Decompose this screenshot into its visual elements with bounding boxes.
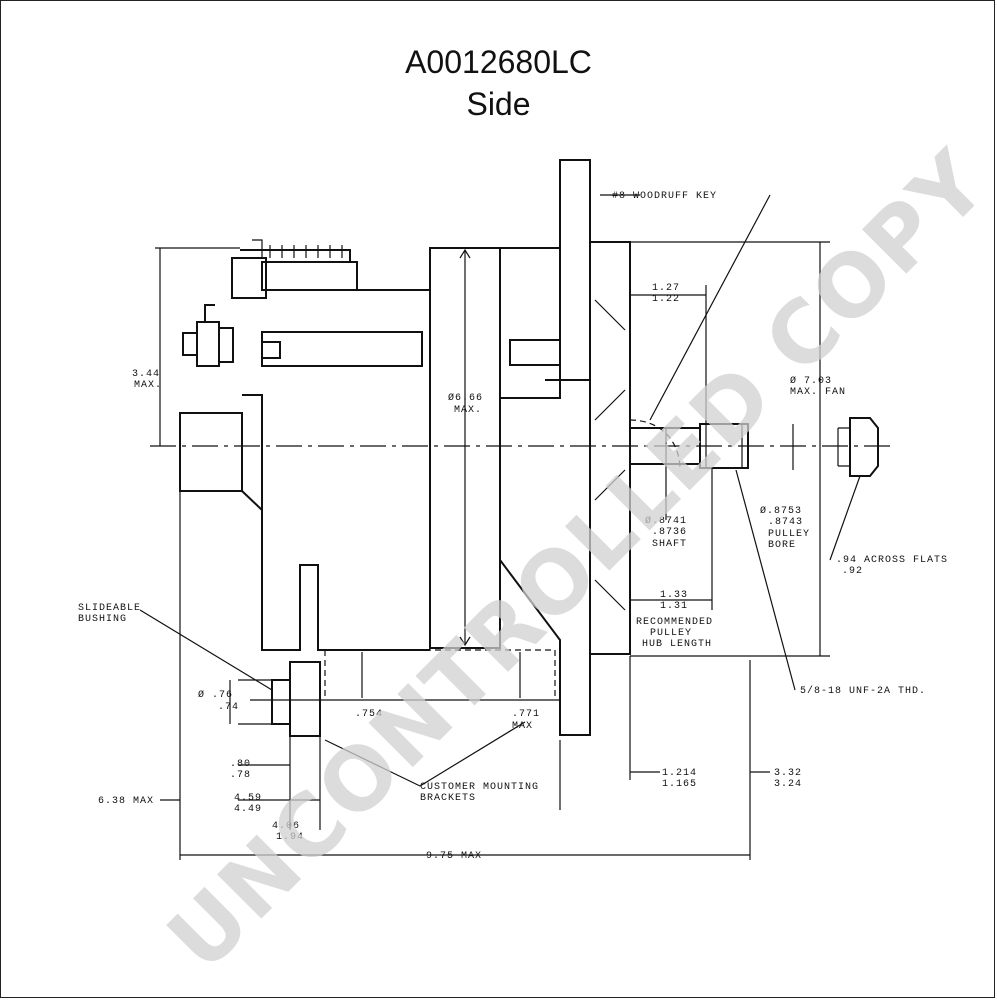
label-324: 3.24 — [774, 779, 802, 790]
label-975: 9.75 MAX — [426, 851, 482, 862]
label-80: .80 — [230, 759, 251, 770]
label-pulley-2: PULLEY — [650, 628, 692, 639]
terminal-stud — [182, 304, 423, 367]
label-122: 1.22 — [652, 294, 680, 305]
label-brackets: BRACKETS — [420, 793, 476, 804]
label-194: 1.94 — [276, 832, 304, 843]
label-406: 4.06 — [272, 821, 300, 832]
label-shaft: SHAFT — [652, 539, 687, 550]
label-127: 1.27 — [652, 283, 680, 294]
label-666: Ø6.66 — [448, 392, 483, 404]
label-449: 4.49 — [234, 804, 262, 815]
label-666-max: MAX. — [454, 405, 482, 416]
label-92: .92 — [842, 566, 863, 577]
stator-housing — [429, 159, 591, 736]
shaft — [629, 423, 749, 469]
shaft-nut — [837, 417, 879, 477]
label-customer-mounting: CUSTOMER MOUNTING — [420, 782, 539, 793]
label-78: .78 — [230, 770, 251, 781]
label-hub-length: HUB LENGTH — [642, 639, 712, 650]
label-1214: 1.214 — [662, 768, 697, 779]
dimension-lines — [160, 241, 830, 860]
label-8753: Ø.8753 — [760, 505, 802, 517]
rear-housing — [179, 239, 430, 651]
label-1165: 1.165 — [662, 779, 697, 790]
label-332: 3.32 — [774, 768, 802, 779]
label-703: Ø 7.03 — [790, 375, 832, 387]
label-74: .74 — [218, 702, 239, 713]
label-771-max: MAX — [512, 721, 533, 732]
label-across-flats: .94 ACROSS FLATS — [836, 555, 948, 566]
part-number-title: A0012680LC — [405, 44, 592, 80]
label-8743: .8743 — [768, 517, 803, 528]
label-459: 4.59 — [234, 793, 262, 804]
label-131: 1.31 — [660, 601, 688, 612]
label-638: 6.38 MAX — [98, 796, 154, 807]
label-woodruff-key: #8 WOODRUFF KEY — [612, 191, 717, 202]
label-754: .754 — [355, 709, 383, 720]
label-recommended: RECOMMENDED — [636, 617, 713, 628]
view-subtitle: Side — [466, 86, 531, 122]
label-344-max: MAX. — [134, 380, 162, 391]
label-bore: BORE — [768, 540, 796, 551]
label-slideable: SLIDEABLE — [78, 603, 141, 614]
label-76: Ø .76 — [198, 689, 233, 701]
label-pulley: PULLEY — [768, 529, 810, 540]
label-thread: 5/8-18 UNF-2A THD. — [800, 685, 926, 697]
label-max-fan: MAX. FAN — [790, 387, 846, 398]
label-133: 1.33 — [660, 590, 688, 601]
label-bushing: BUSHING — [78, 614, 127, 625]
leader-lines — [139, 194, 861, 787]
label-8736: .8736 — [652, 527, 687, 538]
mounting-bracket — [250, 649, 560, 737]
label-8741: Ø.8741 — [645, 515, 687, 527]
label-344: 3.44 — [132, 369, 160, 380]
dimension-labels: #8 WOODRUFF KEY 1.27 1.22 3.44 MAX. Ø6.6… — [78, 191, 948, 862]
label-771: .771 — [512, 709, 540, 720]
